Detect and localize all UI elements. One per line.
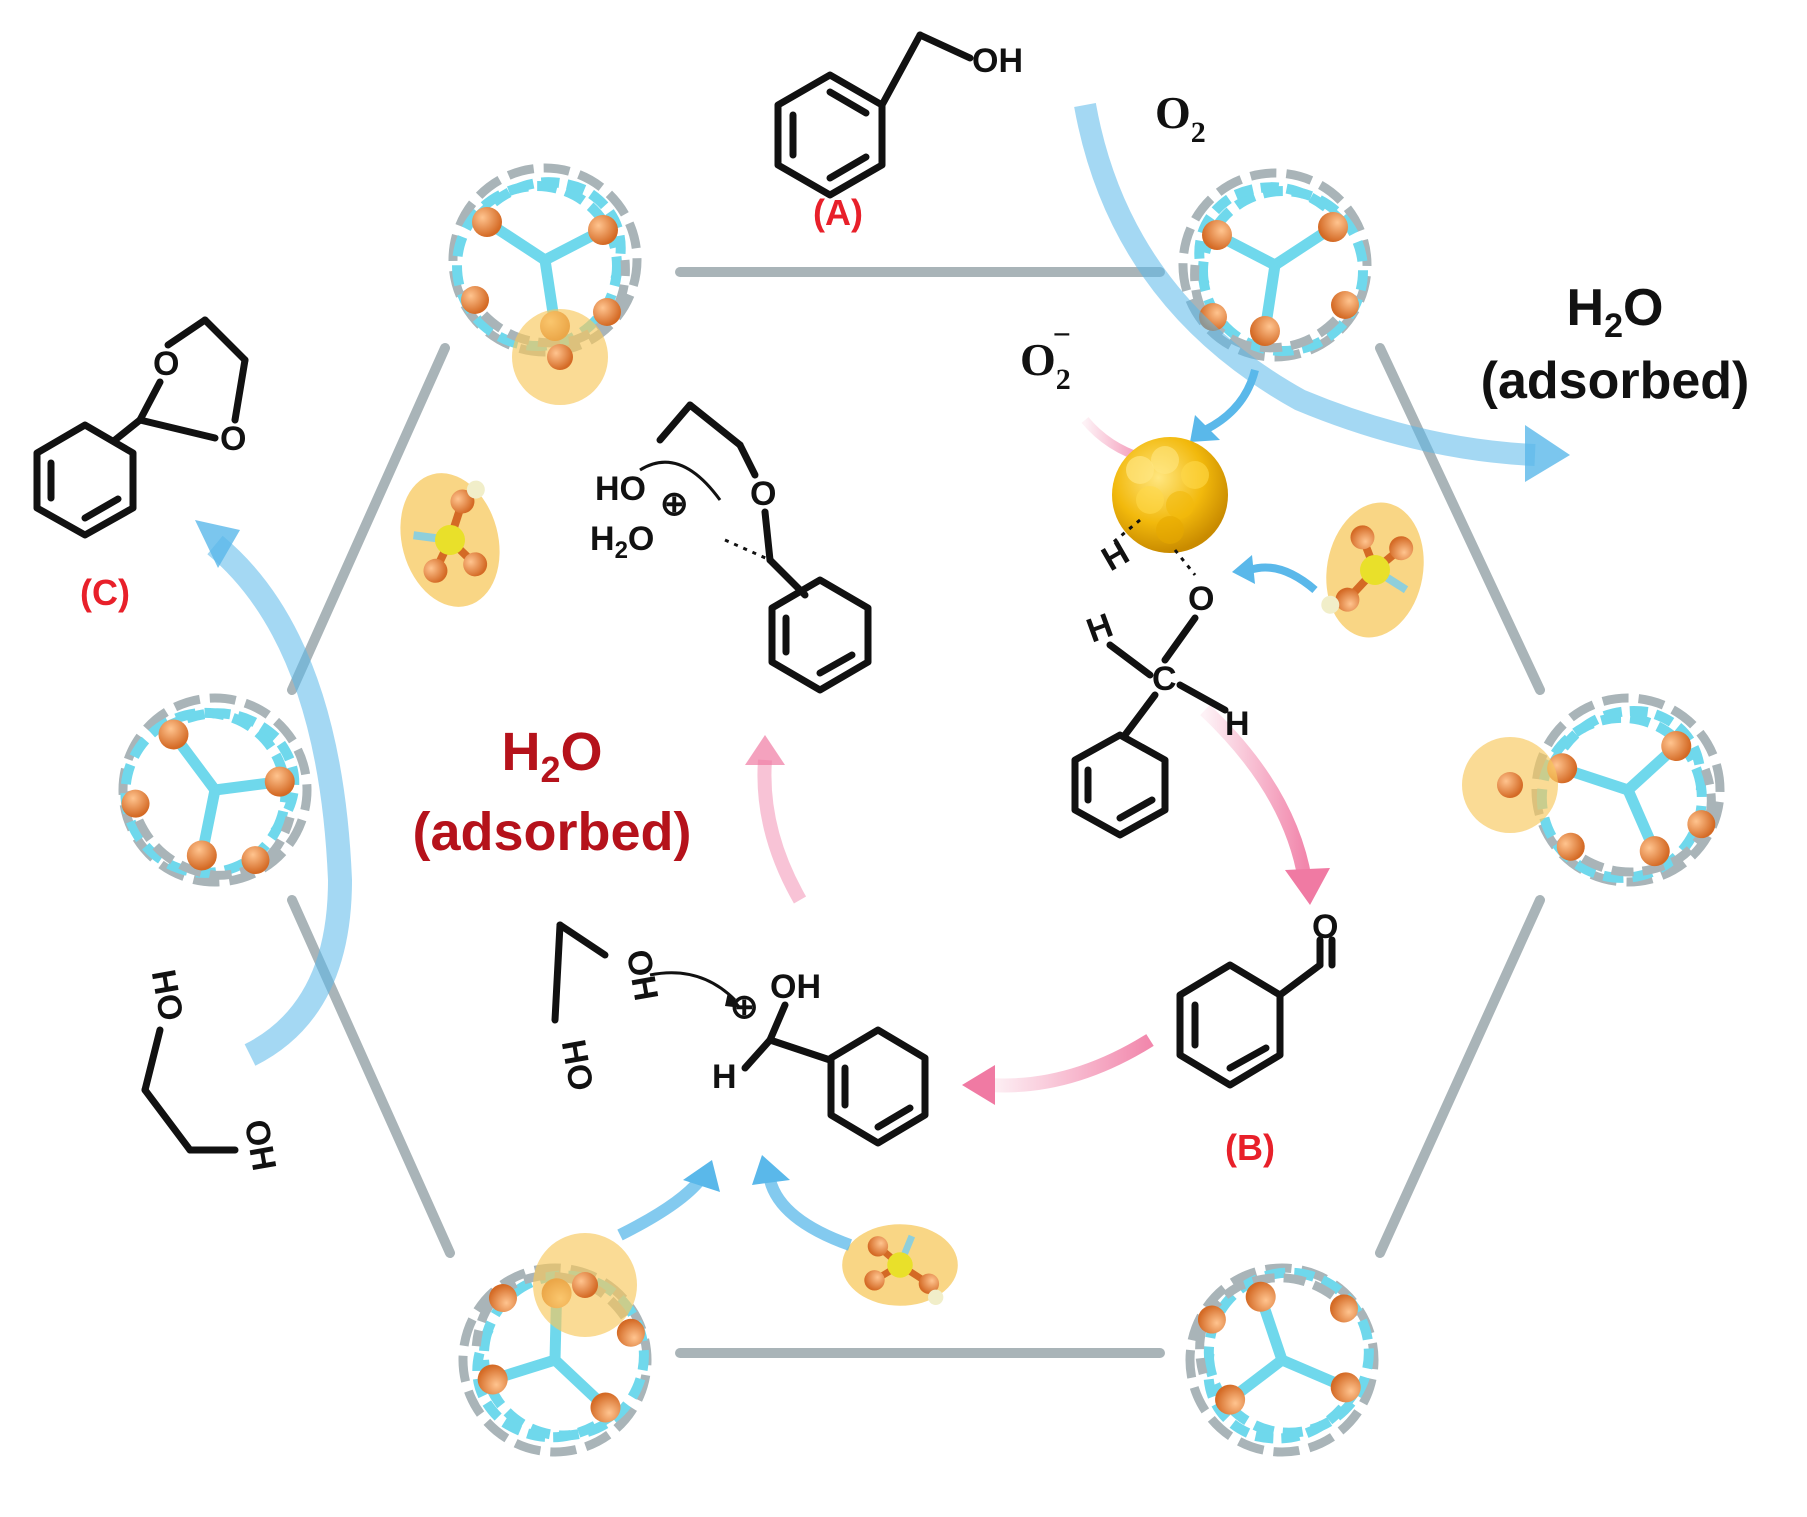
arrowhead bbox=[195, 520, 240, 568]
svg-text:HO: HO bbox=[554, 1037, 600, 1094]
gold-nanocluster bbox=[1112, 437, 1228, 553]
acid-site-arrow bbox=[617, 1176, 705, 1241]
oxygen-label: O2 bbox=[1155, 87, 1206, 149]
hemiacetal-intermediate: O HO ⊕ H2O bbox=[590, 401, 872, 694]
svg-text:H: H bbox=[1082, 606, 1118, 650]
svg-text:OH: OH bbox=[770, 968, 821, 1006]
adsorbed-benzyl-alcohol: H O C H H bbox=[1071, 518, 1250, 839]
svg-text:C: C bbox=[1152, 660, 1177, 698]
svg-text:⊕: ⊕ bbox=[660, 485, 689, 523]
oxidation-to-benzaldehyde-arrow bbox=[1200, 704, 1312, 882]
svg-text:O: O bbox=[153, 345, 179, 383]
svg-text:HO: HO bbox=[144, 967, 190, 1024]
label-a: (A) bbox=[813, 192, 863, 233]
framework-node-bottom-right bbox=[1175, 1253, 1388, 1466]
svg-text:O: O bbox=[1188, 580, 1214, 618]
proton-transfer-arrow bbox=[1248, 563, 1318, 594]
water-adsorbed-label-center: H2O bbox=[501, 722, 602, 790]
water-adsorbed-note-center: (adsorbed) bbox=[412, 802, 691, 862]
svg-text:OH: OH bbox=[619, 947, 665, 1004]
svg-text:O: O bbox=[1312, 908, 1338, 946]
svg-text:O: O bbox=[220, 420, 246, 458]
ethylene-glycol-attacking: OH HO bbox=[551, 921, 742, 1094]
framework-node-left bbox=[97, 672, 333, 908]
sulfonic-acid-group-right bbox=[1316, 495, 1434, 646]
acetalization-arrow bbox=[757, 759, 807, 904]
water-adsorbed-note-right: (adsorbed) bbox=[1481, 352, 1750, 410]
hydroxyl-label: OH bbox=[972, 42, 1023, 80]
protonation-arrow bbox=[989, 1034, 1154, 1093]
svg-text:H: H bbox=[1095, 534, 1135, 579]
sulfonic-acid-group-bottom bbox=[842, 1224, 958, 1306]
svg-text:O: O bbox=[750, 475, 776, 513]
label-c: (C) bbox=[80, 572, 130, 613]
dioxolane-product-molecule: O O bbox=[33, 316, 249, 539]
arrowhead bbox=[1525, 425, 1570, 482]
label-b: (B) bbox=[1225, 1127, 1275, 1168]
superoxide-transfer-arrow bbox=[1203, 368, 1259, 434]
superoxide-label: O2− bbox=[1020, 316, 1071, 396]
acid-site-arrow bbox=[764, 1178, 853, 1251]
svg-text:H: H bbox=[1225, 705, 1250, 743]
sulfonic-acid-group-left bbox=[386, 462, 514, 618]
svg-text:H: H bbox=[712, 1058, 737, 1096]
svg-text:H2O: H2O bbox=[590, 520, 654, 564]
svg-text:HO: HO bbox=[595, 470, 646, 508]
ethylene-glycol-to-acetal-arrow bbox=[207, 535, 353, 1066]
oxygen-to-water-arrow bbox=[1074, 103, 1536, 466]
svg-text:OH: OH bbox=[237, 1117, 283, 1174]
protonated-benzaldehyde: OH ⊕ H bbox=[712, 968, 929, 1147]
benzaldehyde-molecule: O bbox=[1176, 908, 1338, 1089]
water-adsorbed-label-right: H2O bbox=[1567, 279, 1664, 345]
ethylene-glycol-molecule: HO OH bbox=[141, 967, 283, 1174]
benzyl-alcohol-molecule: OH bbox=[774, 31, 1023, 199]
